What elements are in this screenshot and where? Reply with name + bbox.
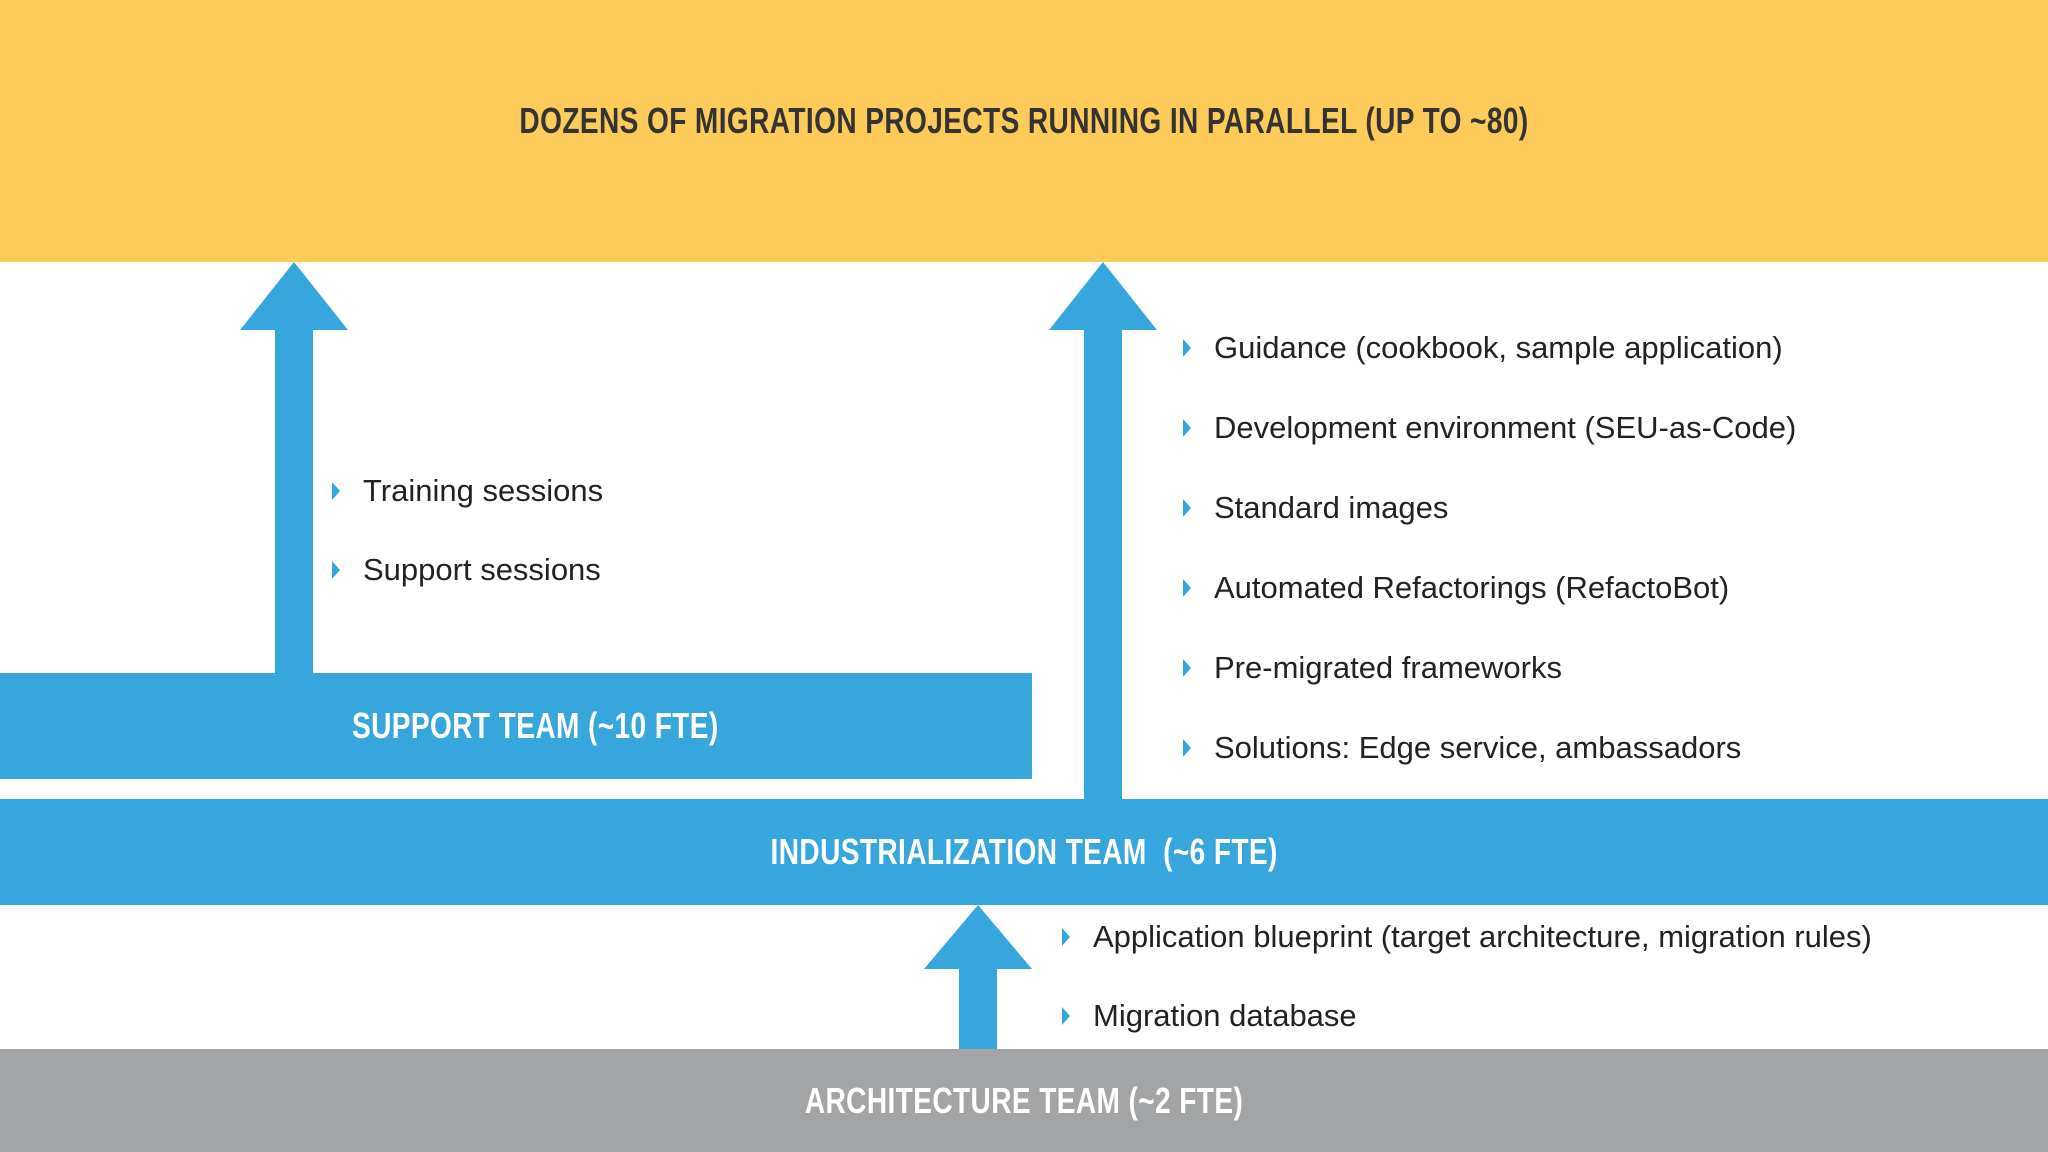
architecture-team-band: ARCHITECTURE TEAM (~2 FTE) <box>0 1049 2048 1152</box>
list-item: Pre-migrated frameworks <box>1183 648 1796 688</box>
industrialization-team-title: INDUSTRIALIZATION TEAM (~6 FTE) <box>770 831 1278 872</box>
list-item: Solutions: Edge service, ambassadors <box>1183 728 1796 768</box>
list-item: Standard images <box>1183 488 1796 528</box>
list-item: Development environment (SEU-as-Code) <box>1183 408 1796 448</box>
list-item: Migration database <box>1062 996 1872 1036</box>
list-item: Support sessions <box>332 550 603 590</box>
industrialization-team-band: INDUSTRIALIZATION TEAM (~6 FTE) <box>0 799 2048 905</box>
bullet-icon <box>332 561 340 579</box>
bullet-icon <box>1183 499 1191 517</box>
industrialization-deliverables-list: Guidance (cookbook, sample application) … <box>1183 328 1796 808</box>
architecture-to-industrialization-arrow <box>924 905 1032 1050</box>
architecture-deliverables-list: Application blueprint (target architectu… <box>1062 917 1872 1075</box>
migration-projects-band: DOZENS OF MIGRATION PROJECTS RUNNING IN … <box>0 0 2048 262</box>
architecture-team-title: ARCHITECTURE TEAM (~2 FTE) <box>804 1079 1244 1121</box>
bullet-icon <box>1062 928 1070 946</box>
support-activities-list: Training sessions Support sessions <box>332 471 603 629</box>
support-to-projects-arrow <box>240 262 348 674</box>
list-item: Application blueprint (target architectu… <box>1062 917 1872 957</box>
bullet-icon <box>1183 419 1191 437</box>
bullet-icon <box>1183 659 1191 677</box>
support-team-band: SUPPORT TEAM (~10 FTE) <box>0 673 1032 779</box>
list-item: Guidance (cookbook, sample application) <box>1183 328 1796 368</box>
industrialization-to-projects-arrow <box>1049 262 1157 800</box>
bullet-icon <box>1183 579 1191 597</box>
bullet-icon <box>1183 739 1191 757</box>
migration-projects-title: DOZENS OF MIGRATION PROJECTS RUNNING IN … <box>519 100 1529 141</box>
support-team-title: SUPPORT TEAM (~10 FTE) <box>352 705 719 746</box>
bullet-icon <box>332 482 340 500</box>
bullet-icon <box>1183 339 1191 357</box>
bullet-icon <box>1062 1007 1070 1025</box>
list-item: Automated Refactorings (RefactoBot) <box>1183 568 1796 608</box>
list-item: Training sessions <box>332 471 603 511</box>
